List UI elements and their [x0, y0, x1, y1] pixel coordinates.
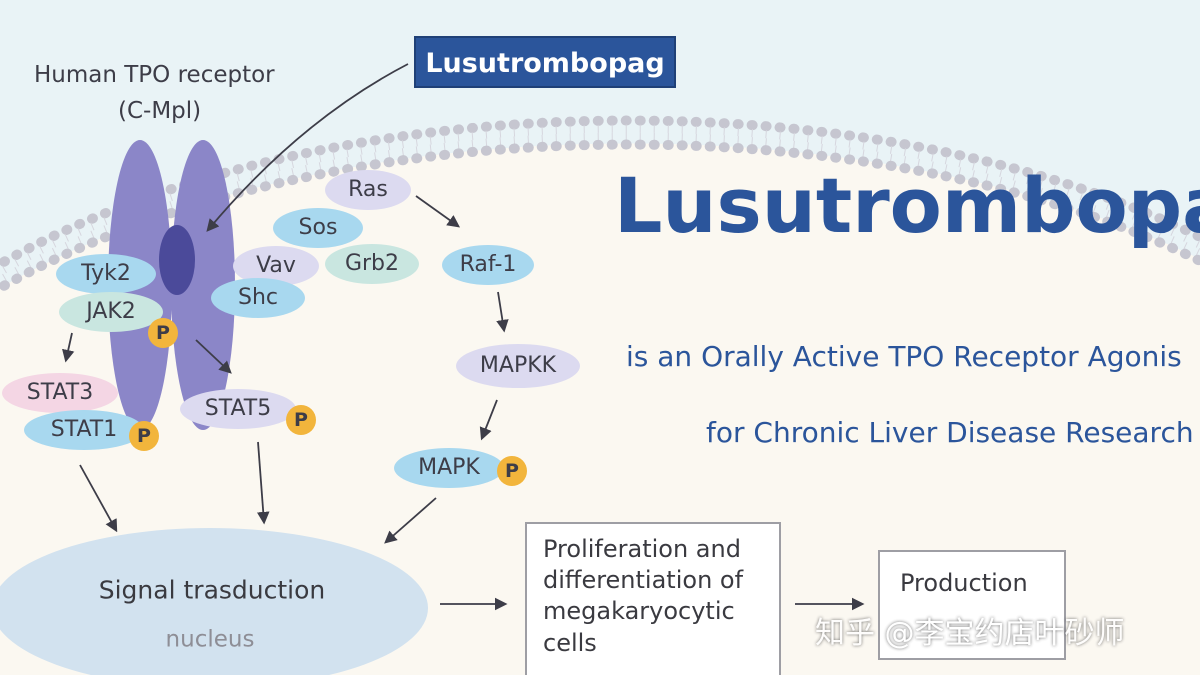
- oval-raf1: [442, 245, 534, 285]
- arrow-stat1-to-nucleus: [79, 464, 118, 533]
- label-ras: Ras: [348, 177, 388, 202]
- drug-label: Lusutrombopag: [414, 36, 676, 88]
- phospho-badge-mapk: P: [497, 456, 527, 486]
- arrow-raf-to-mapkk: [496, 291, 509, 333]
- arrow-drug-to-receptor: [206, 63, 409, 232]
- label-grb2: Grb2: [344, 251, 400, 276]
- oval-mapk: [394, 448, 504, 488]
- arrow-jak-to-stat3: [62, 332, 75, 363]
- label-shc: Shc: [237, 285, 279, 310]
- production-box: Production: [878, 550, 1066, 660]
- label-tyk2: Tyk2: [81, 261, 131, 286]
- arrow-mapk-to-nucleus: [384, 497, 437, 544]
- label-mapk: MAPK: [418, 455, 480, 480]
- oval-jak2: [59, 292, 163, 332]
- oval-shc: [211, 278, 305, 318]
- nucleus-ellipse: [0, 528, 428, 675]
- oval-vav: [233, 246, 319, 286]
- receptor-right-chain: [171, 140, 235, 430]
- headline-line1: is an Orally Active TPO Receptor Agonis: [626, 340, 1182, 373]
- watermark: 知乎 @李宝约店叶砂师: [815, 616, 1125, 651]
- oval-ras: [325, 170, 411, 210]
- phospho-badge-jak2: P: [148, 318, 178, 348]
- label-raf1: Raf-1: [459, 252, 517, 277]
- oval-stat5: [180, 389, 296, 429]
- label-vav: Vav: [256, 253, 296, 278]
- binding-site: [159, 225, 195, 295]
- phospho-badge-stat5: P: [286, 405, 316, 435]
- arrow-mapkk-to-mapk: [479, 399, 498, 441]
- proliferation-box: Proliferation and differentiation of meg…: [525, 522, 781, 675]
- oval-stat3: [2, 373, 118, 413]
- oval-stat1: [24, 410, 144, 450]
- label-sos: Sos: [298, 215, 338, 240]
- nucleus-subtitle: nucleus: [165, 626, 255, 653]
- headline-line2: for Chronic Liver Disease Research: [706, 416, 1194, 449]
- receptor-title: Human TPO receptor: [34, 62, 275, 88]
- oval-tyk2: [56, 254, 156, 294]
- oval-grb2: [325, 244, 419, 284]
- arrow-ras-to-raf: [415, 195, 461, 228]
- nucleus-title: Signal trasduction: [98, 575, 326, 605]
- label-jak2: JAK2: [86, 299, 136, 324]
- arrow-stat5-to-nucleus: [256, 441, 270, 525]
- oval-mapkk: [456, 344, 580, 388]
- label-stat5: STAT5: [204, 396, 272, 421]
- oval-sos: [273, 208, 363, 248]
- label-mapkk: MAPKK: [479, 353, 557, 378]
- arrow-jak-to-stat5: [195, 339, 232, 374]
- label-stat1: STAT1: [50, 417, 118, 442]
- label-stat3: STAT3: [26, 380, 94, 405]
- headline-title: Lusutrombopag: [614, 161, 1200, 250]
- phospho-badge-stat1: P: [129, 421, 159, 451]
- receptor-subtitle: (C-Mpl): [118, 98, 202, 124]
